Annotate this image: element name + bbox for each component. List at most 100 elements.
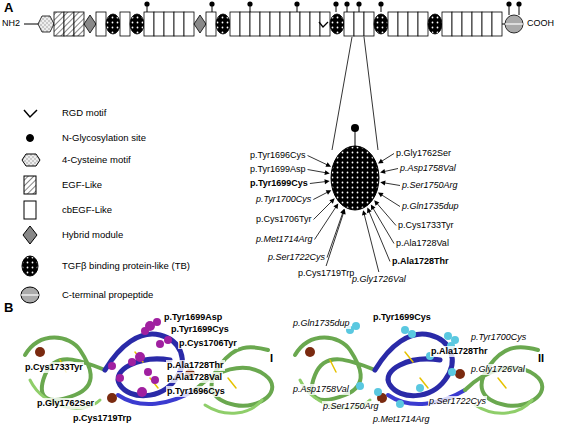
panel-label: B bbox=[4, 300, 13, 315]
egf-domain bbox=[54, 12, 64, 36]
four-cysteine-motif bbox=[38, 16, 54, 32]
cbegf-domain bbox=[280, 12, 290, 36]
cbegf-domain bbox=[344, 12, 354, 36]
cbegf-domain bbox=[354, 12, 364, 36]
tb-domain bbox=[216, 14, 230, 34]
mutation-label: p.Cys1733Tyr bbox=[24, 362, 84, 373]
leader-line bbox=[326, 213, 343, 266]
mutation-label: p.Tyr1699Cys bbox=[170, 324, 230, 335]
mutation-label: p.Ala1728Thr bbox=[430, 346, 489, 357]
tb-domain bbox=[106, 14, 120, 34]
glycosylation-site bbox=[294, 1, 299, 6]
cbegf-domain bbox=[418, 12, 428, 36]
mutation-label: p.Asp1758Val bbox=[292, 384, 350, 395]
mutation-label: p.Tyr1699Asp bbox=[163, 312, 223, 323]
cbegf-domain bbox=[154, 12, 164, 36]
mutation-label: p.Tyr1696Cys bbox=[166, 386, 226, 397]
arrowhead bbox=[380, 169, 385, 174]
hybrid-module bbox=[84, 15, 96, 33]
cbegf-domain bbox=[144, 12, 154, 36]
cbegf-domain bbox=[472, 12, 482, 36]
mutation-label: p.Gly1762Ser bbox=[396, 148, 451, 159]
arrowhead bbox=[367, 208, 372, 214]
terminus-label: COOH bbox=[527, 18, 554, 29]
mutation-label: p.Cys1719Trp bbox=[298, 268, 354, 279]
mutation-label: p.Ala1728Val bbox=[396, 238, 449, 249]
panel-label: I bbox=[270, 352, 273, 365]
mutation-label: p.Tyr1699Cys bbox=[372, 312, 432, 323]
arrowhead bbox=[380, 181, 385, 186]
glycosylation-site bbox=[356, 1, 361, 6]
leader-line bbox=[327, 212, 343, 257]
cbegf-domain bbox=[250, 12, 260, 36]
leader-line bbox=[384, 169, 398, 172]
cbegf-domain bbox=[260, 12, 270, 36]
arrowhead bbox=[378, 159, 384, 164]
cbegf-domain bbox=[452, 12, 462, 36]
arrowhead bbox=[329, 198, 334, 203]
leader-line bbox=[381, 154, 394, 162]
mutation-label: p.Gln1735dup bbox=[402, 201, 459, 212]
mutation-label: p.Ser1750Arg bbox=[322, 401, 380, 412]
cbegf-domain bbox=[482, 12, 492, 36]
arrowhead bbox=[374, 200, 379, 205]
mutation-label: p.Ala1728Thr bbox=[392, 256, 449, 267]
c-terminal-propeptide bbox=[505, 15, 523, 33]
cbegf-domain bbox=[492, 12, 502, 36]
glycosylation-site bbox=[333, 1, 338, 6]
cbegf-domain bbox=[184, 12, 194, 36]
tb-domain bbox=[428, 14, 442, 34]
legend-text: TGFβ binding protein-like (TB) bbox=[62, 260, 190, 272]
cbegf-domain bbox=[364, 12, 374, 36]
leader-line bbox=[381, 195, 400, 207]
mutation-label: p.Tyr1699Asp bbox=[250, 164, 306, 175]
arrowhead bbox=[325, 162, 331, 167]
glycosylation-site bbox=[344, 1, 349, 6]
legend-text: C-terminal propeptide bbox=[62, 289, 153, 301]
cbegf-domain bbox=[174, 12, 184, 36]
glycosylation-site bbox=[506, 1, 511, 6]
cbegf-domain bbox=[164, 12, 174, 36]
tb-domain bbox=[330, 14, 344, 34]
glycosylation-site bbox=[378, 1, 383, 6]
glycosylation-site bbox=[209, 1, 214, 6]
mutation-label: p.Cys1706Tyr bbox=[256, 214, 312, 225]
legend-icons bbox=[21, 110, 40, 303]
mutation-label: p.Gly1762Ser bbox=[36, 398, 95, 409]
mutation-label: p.Ala1728Thr bbox=[166, 360, 225, 371]
legend-text: 4-Cysteine motif bbox=[62, 154, 131, 166]
mutation-label: p.Cys1719Trp bbox=[72, 413, 133, 424]
mutation-label: p.Ser1722Cys bbox=[428, 396, 487, 407]
mutation-label: p.Met1714Arg bbox=[256, 234, 313, 245]
leader-line bbox=[315, 207, 336, 240]
propeptide-stripe bbox=[505, 23, 523, 24]
legend-text: Hybrid module bbox=[62, 229, 123, 241]
tb-domain bbox=[374, 14, 388, 34]
mutation-label: p.Gln1735dup bbox=[292, 318, 351, 329]
cbegf-domain bbox=[96, 12, 106, 36]
cbegf-domain bbox=[290, 12, 300, 36]
mutation-label: p.Ser1750Arg bbox=[402, 180, 458, 191]
leader-line bbox=[384, 183, 400, 186]
egf-domain bbox=[64, 12, 74, 36]
cbegf-domain bbox=[300, 12, 310, 36]
panel-label: II bbox=[538, 352, 544, 365]
cbegf-domain bbox=[310, 12, 320, 36]
cbegf-domain bbox=[230, 12, 240, 36]
mutation-label: p.Cys1733Tyr bbox=[398, 220, 454, 231]
glycosylation-site bbox=[144, 1, 149, 6]
mutation-label: p.Asp1758Val bbox=[400, 163, 456, 174]
glycosylation-site bbox=[247, 1, 252, 6]
legend-text: EGF-Like bbox=[62, 179, 102, 191]
arrowhead bbox=[324, 170, 329, 175]
mutation-label: p.Met1714Arg bbox=[372, 414, 431, 425]
mutation-label: p.Tyr1700Cys bbox=[470, 332, 527, 343]
cbegf-domain bbox=[270, 12, 280, 36]
cbegf-domain bbox=[206, 12, 216, 36]
zoomed-tb-domain bbox=[331, 37, 379, 210]
leader-line bbox=[373, 208, 394, 243]
cbegf-domain bbox=[462, 12, 472, 36]
cbegf-domain bbox=[240, 12, 250, 36]
hybrid-module bbox=[194, 15, 206, 33]
